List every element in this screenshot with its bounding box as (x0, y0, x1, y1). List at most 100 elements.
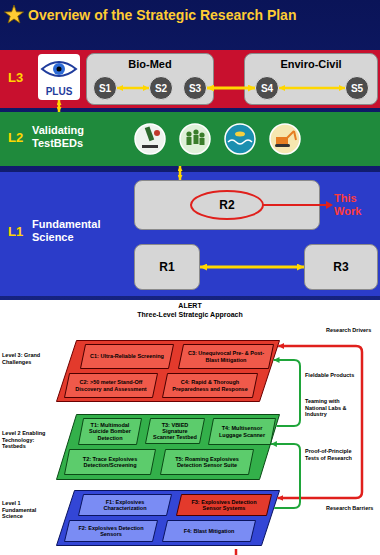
parallelogram-shape (57, 415, 280, 480)
box-label: C1: Ultra-Reliable Screening (90, 353, 164, 359)
box-label: C3: Unequivocal Pre- & Post-Blast Mitiga… (185, 350, 267, 363)
group-box: Enviro-CivilS4 S5 (244, 53, 378, 105)
project-id: S1 (99, 83, 111, 94)
eye-pupil (57, 67, 62, 72)
layer-band: L3PLUS Bio-MedS1 S2 S3 Enviro-CivilS4 S5 (0, 50, 380, 108)
parallelogram-shape (81, 345, 174, 369)
testbed-icon (135, 124, 165, 154)
testbed-box: T1: Multimodal Suicide Bomber Detection (78, 418, 142, 445)
box-label: C2: >50 meter Stand-Off Discovery and As… (71, 379, 151, 392)
layer-title: Fundamental Science (32, 218, 128, 244)
project-circle: S2 (149, 76, 173, 100)
science-box: F4: Blast Mitigation (162, 520, 256, 542)
parallelogram-shape (209, 419, 276, 445)
pointer-line (263, 204, 326, 206)
highlight-line (235, 549, 238, 555)
testbed-box: T2: Trace Explosives Detection/Screening (64, 449, 156, 475)
challenge-box: C4: Rapid & Thorough Preparedness and Re… (162, 373, 258, 398)
research-box: R1 (134, 244, 200, 290)
box-label: T3: VBIED Signature Scanner Testbed (152, 422, 198, 441)
level-heading: Level 3: Grand Challenges (2, 352, 52, 365)
flow-note: Research Barriers (326, 505, 376, 512)
research-id: R3 (333, 260, 348, 274)
flow-note: Fieldable Products (305, 372, 359, 379)
group-title: Bio-Med (87, 58, 213, 70)
science-box: F2: Explosives Detection Sensors (64, 520, 158, 542)
eye-symbol (38, 57, 80, 83)
parallelogram-shape (163, 374, 258, 398)
callout-text: This Work (334, 192, 378, 217)
eye-outline (42, 62, 76, 76)
testbed-icon (180, 124, 210, 154)
testbed-box: T3: VBIED Signature Scanner Testbed (145, 418, 205, 444)
parallelogram-shape (65, 450, 156, 475)
pointer-head (326, 201, 333, 209)
logo-text: PLUS (38, 86, 80, 97)
challenge-box: C1: Ultra-Reliable Screening (80, 344, 174, 369)
flow-note: Research Drivers (326, 327, 376, 334)
parallelogram-shape (177, 495, 272, 516)
box-label: T5: Roaming Explosives Detection Sensor … (167, 456, 247, 469)
challenge-box: C2: >50 meter Stand-Off Discovery and As… (64, 373, 158, 398)
challenge-box: C3: Unequivocal Pre- & Post-Blast Mitiga… (178, 344, 274, 369)
science-box: F1: Explosives Characterization (78, 494, 172, 516)
parallelogram-shape (161, 450, 254, 475)
layer-label: L3 (8, 70, 23, 85)
parallelogram-shape (65, 374, 158, 398)
project-circle: S3 (183, 76, 207, 100)
connector-arrow (200, 266, 304, 269)
box-label: F4: Blast Mitigation (184, 528, 235, 534)
project-circle: S4 (255, 76, 279, 100)
parallelogram-shape (57, 491, 280, 546)
parallelogram-shape (57, 341, 280, 402)
layer-label: L1 (8, 224, 23, 239)
research-id: R1 (159, 260, 174, 274)
group-title: Enviro-Civil (245, 58, 377, 70)
testbed-box: T5: Roaming Explosives Detection Sensor … (160, 449, 254, 475)
flow-note: Proof-of-Principle Tests of Research (305, 448, 359, 461)
box-label: T1: Multimodal Suicide Bomber Detection (85, 422, 135, 441)
layer-title: Validating TestBEDs (32, 124, 108, 150)
flow-note: Teaming with National Labs & Industry (305, 398, 359, 418)
project-id: S3 (189, 83, 201, 94)
research-box: R3 (304, 244, 378, 290)
connector-arrow (179, 166, 182, 180)
box-label: F2: Explosives Detection Sensors (71, 525, 151, 538)
level-heading: Level 2 Enabling Technology: Testbeds (2, 430, 52, 450)
parallelogram-shape (163, 521, 256, 542)
testbed-icon (225, 124, 255, 154)
box-label: F3: Explosives Detection Sensor Systems (183, 499, 265, 512)
figure-subtitle: Three-Level Strategic Approach (0, 311, 380, 318)
science-box: F3: Explosives Detection Sensor Systems (176, 494, 272, 516)
testbed-box: T4: Multisensor Luggage Scanner (208, 418, 276, 445)
parallelogram-shape (179, 345, 274, 369)
box-label: T4: Multisensor Luggage Scanner (215, 425, 269, 438)
slide-title: Overview of the Strategic Research Plan (28, 7, 296, 23)
layer-label: L2 (8, 130, 23, 145)
figure-title: ALERT (0, 302, 380, 309)
connector-arrow (277, 346, 362, 498)
project-circle: S5 (345, 76, 369, 100)
parallelogram-shape (79, 495, 172, 516)
project-id: S5 (351, 83, 363, 94)
project-circle: S1 (93, 76, 117, 100)
ellipse-outline (191, 191, 263, 219)
parallelogram-shape (65, 521, 158, 542)
box-label: T2: Trace Explosives Detection/Screening (71, 456, 149, 469)
research-id: R2 (219, 198, 234, 212)
project-id: S4 (261, 83, 273, 94)
parallelogram-shape (79, 419, 142, 445)
level-plane: Level 1 Fundamental ScienceF1: Explosive… (56, 490, 280, 546)
level-plane: Level 3: Grand ChallengesC1: Ultra-Relia… (56, 340, 280, 402)
layer-band: L1 Fundamental Science R2R1 R3 (0, 172, 380, 296)
testbed-icon (270, 124, 300, 154)
group-box: Bio-MedS1 S2 S3 (86, 53, 214, 105)
connector-arrow (279, 87, 345, 90)
eye-iris (53, 63, 65, 75)
box-label: C4: Rapid & Thorough Preparedness and Re… (169, 379, 251, 392)
connector-arrow (207, 87, 255, 90)
logo-box: PLUS (38, 54, 80, 100)
connector-arrow (58, 100, 61, 112)
connector-arrow (274, 360, 301, 426)
